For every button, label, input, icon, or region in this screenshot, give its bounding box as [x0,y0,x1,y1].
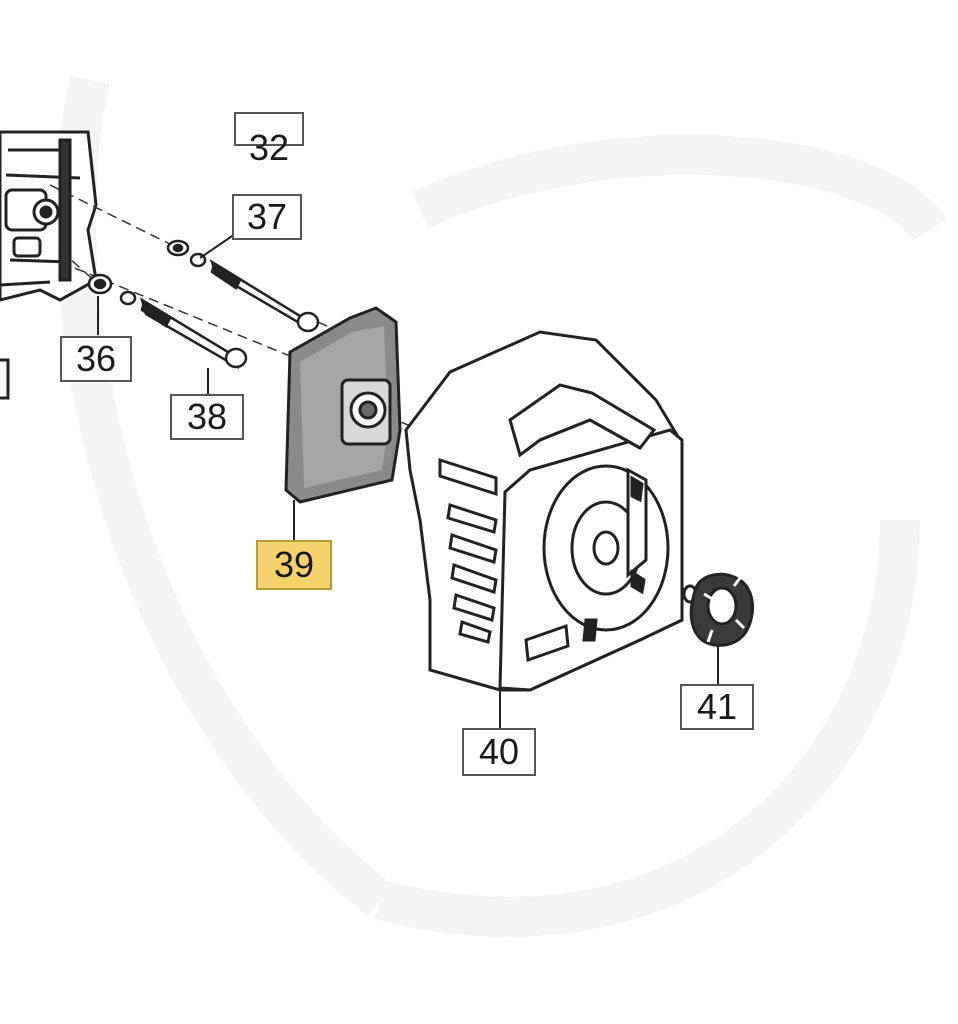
filter-cover-icon [404,330,684,692]
callout-39-label: 39 [273,544,315,585]
screw-icon [139,297,248,370]
callout-37-label: 37 [246,196,288,237]
knob-icon [682,572,754,647]
callout-40-label: 40 [478,731,520,772]
air-filter-icon [284,306,402,504]
callout-36: 36 [60,336,132,382]
callout-38-label: 38 [186,396,228,437]
callout-38: 38 [170,394,244,440]
callout-37: 37 [232,194,302,240]
callout-32: 32 [234,112,304,166]
callout-41-label: 41 [696,686,738,727]
washer-icon [87,273,137,306]
callout-41: 41 [680,684,754,730]
callout-32-label: 32 [248,127,290,168]
screw-icon [209,259,320,333]
callout-36-label: 36 [75,338,117,379]
washer-icon [166,239,207,268]
callout-39: 39 [256,540,332,590]
callout-40: 40 [462,728,536,776]
